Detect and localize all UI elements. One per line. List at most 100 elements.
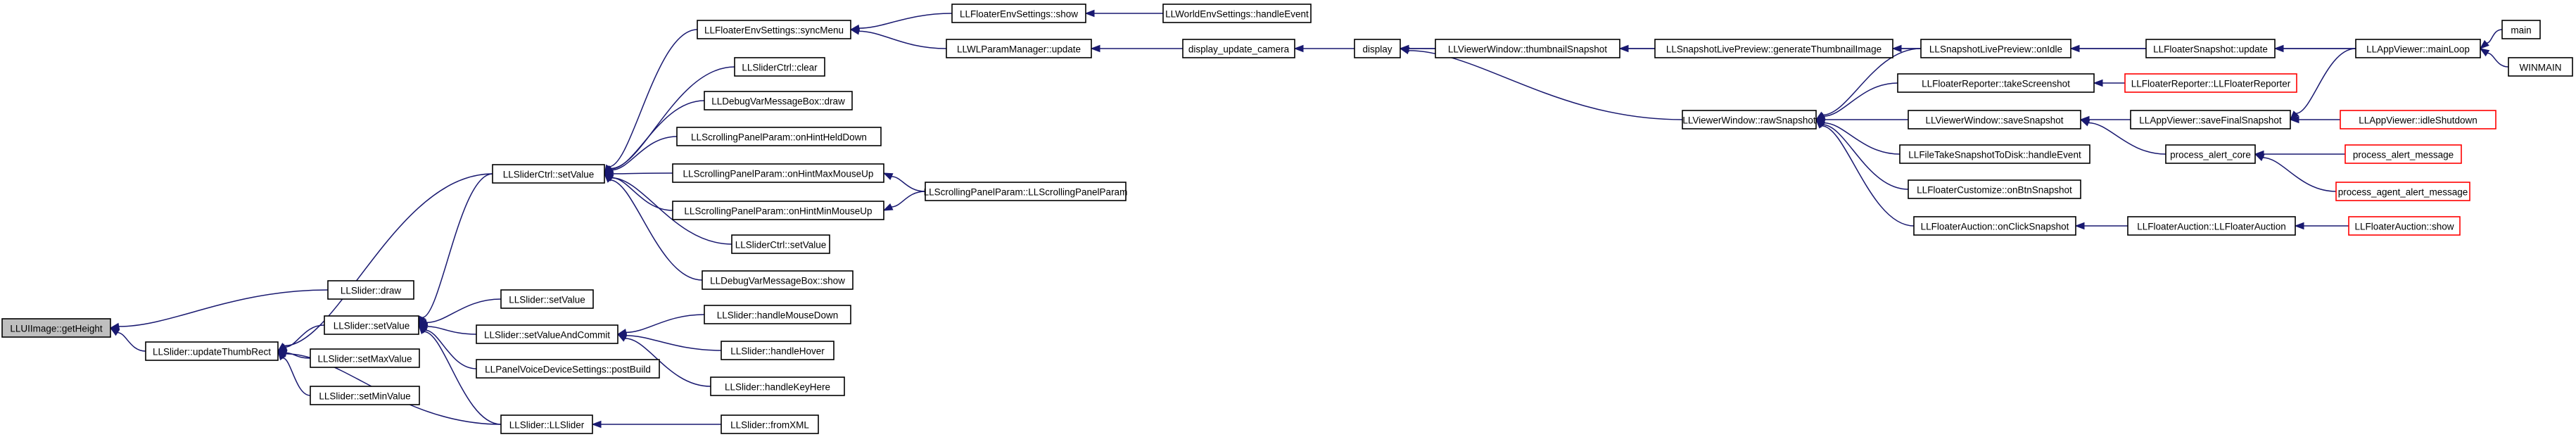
- graph-node-process-agent-alert-message[interactable]: process_agent_alert_message: [2335, 182, 2470, 201]
- graph-node-llslider-handlemousedown[interactable]: LLSlider::handleMouseDown: [704, 305, 851, 324]
- node-label: LLAppViewer::idleShutdown: [2359, 115, 2477, 126]
- graph-node-llfiletakesnapshottodisk-handleevent[interactable]: LLFileTakeSnapshotToDisk::handleEvent: [1899, 144, 2090, 164]
- graph-node-llfloaterreporter-llfloaterreporter[interactable]: LLFloaterReporter::LLFloaterReporter: [2124, 73, 2297, 93]
- edge-line: [117, 331, 146, 352]
- arrow-head-icon: [1891, 44, 1902, 53]
- arrow-head-icon: [616, 334, 628, 342]
- graph-node-llpanelvoicedevicesettings-postbuild[interactable]: LLPanelVoiceDeviceSettings::postBuild: [476, 359, 660, 379]
- node-label: LLSlider::setMaxValue: [317, 354, 412, 365]
- graph-node-llsnapshotlivepreview-onidle[interactable]: LLSnapshotLivePreview::onIdle: [1920, 39, 2071, 58]
- graph-node-llfloaterauction-show[interactable]: LLFloaterAuction::show: [2348, 216, 2461, 236]
- graph-node-llscrollingpanelparam-onhintminmouseup[interactable]: LLScrollingPanelParam::onHintMinMouseUp: [672, 201, 884, 220]
- call-edge: [603, 173, 673, 211]
- graph-node-llslider-updatethumbrect[interactable]: LLSlider::updateThumbRect: [145, 341, 279, 361]
- graph-node-llfloaterauction-onclicksnapshot[interactable]: LLFloaterAuction::onClickSnapshot: [1913, 216, 2076, 236]
- edge-line: [891, 191, 926, 208]
- arrow-head-icon: [1815, 118, 1825, 129]
- graph-node-llslider-fromxml[interactable]: LLSlider::fromXML: [721, 414, 819, 434]
- graph-node-lluiimage-getheight[interactable]: LLUIImage::getHeight: [1, 318, 111, 338]
- graph-node-llsliderctrl-clear[interactable]: LLSliderCtrl::clear: [734, 57, 825, 77]
- graph-node-llfloaterenvsettings-show[interactable]: LLFloaterEnvSettings::show: [951, 4, 1086, 23]
- graph-node-llfloaterauction-llfloaterauction[interactable]: LLFloaterAuction::LLFloaterAuction: [2127, 216, 2296, 236]
- graph-node-llappviewer-idleshutdown[interactable]: LLAppViewer::idleShutdown: [2340, 110, 2496, 129]
- graph-node-llslider-handlekeyhere[interactable]: LLSlider::handleKeyHere: [710, 376, 845, 396]
- edge-line: [1824, 122, 1901, 155]
- call-edge: [2289, 115, 2340, 124]
- node-box: [1, 318, 111, 338]
- node-label: LLDebugVarMessageBox::draw: [711, 96, 845, 107]
- graph-node-llfloaterreporter-takescreenshot[interactable]: LLFloaterReporter::takeScreenshot: [1897, 73, 2095, 93]
- arrow-head-icon: [1084, 9, 1095, 18]
- node-box: [500, 289, 594, 309]
- graph-node-llslider-draw[interactable]: LLSlider::draw: [327, 280, 414, 300]
- graph-node-llsliderctrl-setvalue[interactable]: LLSliderCtrl::setValue: [731, 234, 830, 254]
- graph-node-main[interactable]: main: [2501, 20, 2541, 39]
- node-box: [2335, 182, 2470, 201]
- node-label: display: [1362, 44, 1392, 55]
- call-edge: [277, 324, 325, 352]
- node-label: LLViewerWindow::thumbnailSnapshot: [1448, 44, 1607, 55]
- graph-node-llslider-setmaxvalue[interactable]: LLSlider::setMaxValue: [310, 348, 420, 368]
- node-box: [310, 348, 420, 368]
- arrow-head-icon: [2289, 115, 2299, 124]
- graph-node-winmain[interactable]: WINMAIN: [2508, 57, 2573, 77]
- call-edge: [109, 327, 146, 352]
- node-box: [2130, 110, 2291, 129]
- graph-node-llslider-setminvalue[interactable]: LLSlider::setMinValue: [310, 386, 420, 405]
- node-label: LLFloaterAuction::LLFloaterAuction: [2137, 222, 2286, 232]
- call-edge: [882, 191, 926, 211]
- graph-node-llfloatercustomize-onbtnsnapshot[interactable]: LLFloaterCustomize::onBtnSnapshot: [1908, 179, 2081, 199]
- edge-line: [891, 176, 926, 192]
- node-label: LLViewerWindow::rawSnapshot: [1682, 115, 1816, 126]
- graph-node-llappviewer-savefinalsnapshot[interactable]: LLAppViewer::saveFinalSnapshot: [2130, 110, 2291, 129]
- node-box: [1654, 39, 1893, 58]
- graph-node-llscrollingpanelparam-llscrollingpanelparam[interactable]: LLScrollingPanelParam::LLScrollingPanelP…: [924, 182, 1128, 201]
- node-label: LLScrollingPanelParam::onHintHeldDown: [691, 132, 867, 143]
- graph-node-llscrollingpanelparam-onhinthelddown[interactable]: LLScrollingPanelParam::onHintHeldDown: [676, 127, 882, 146]
- call-edge: [1293, 44, 1354, 53]
- graph-node-llscrollingpanelparam-onhintmaxmouseup[interactable]: LLScrollingPanelParam::onHintMaxMouseUp: [672, 163, 884, 183]
- node-box: [2165, 144, 2256, 164]
- node-box: [1682, 110, 1817, 129]
- arrow-head-icon: [2479, 39, 2489, 49]
- node-label: display_update_camera: [1188, 44, 1290, 55]
- graph-node-process-alert-core[interactable]: process_alert_core: [2165, 144, 2256, 164]
- graph-node-lldebugvarmessagebox-draw[interactable]: LLDebugVarMessageBox::draw: [704, 91, 853, 110]
- graph-node-lldebugvarmessagebox-show[interactable]: LLDebugVarMessageBox::show: [702, 270, 854, 290]
- node-box: [1899, 144, 2090, 164]
- node-label: LLSlider::setValueAndCommit: [484, 330, 610, 341]
- edge-line: [1823, 82, 1898, 117]
- call-edge: [1399, 46, 1683, 120]
- node-box: [1920, 39, 2071, 58]
- node-box: [697, 20, 851, 39]
- graph-node-display[interactable]: display: [1354, 39, 1401, 58]
- graph-node-llslider-setvalue[interactable]: LLSlider::setValue: [500, 289, 594, 309]
- graph-node-llviewerwindow-thumbnailsnapshot[interactable]: LLViewerWindow::thumbnailSnapshot: [1435, 39, 1620, 58]
- graph-node-llsliderctrl-setvalue[interactable]: LLSliderCtrl::setValue: [492, 164, 605, 184]
- graph-node-llappviewer-mainloop[interactable]: LLAppViewer::mainLoop: [2355, 39, 2481, 58]
- edge-line: [1822, 124, 1909, 190]
- graph-node-process-alert-message[interactable]: process_alert_message: [2345, 144, 2462, 164]
- node-label: LLFloaterAuction::show: [2354, 222, 2454, 232]
- graph-node-llworldenvsettings-handleevent[interactable]: LLWorldEnvSettings::handleEvent: [1162, 4, 1312, 23]
- arrow-head-icon: [2273, 44, 2284, 53]
- edge-line: [2262, 157, 2337, 192]
- graph-node-display-update-camera[interactable]: display_update_camera: [1182, 39, 1295, 58]
- graph-node-llslider-setvalueandcommit[interactable]: LLSlider::setValueAndCommit: [476, 324, 618, 344]
- graph-node-llslider-handlehover[interactable]: LLSlider::handleHover: [721, 341, 835, 360]
- graph-node-llslider-llslider[interactable]: LLSlider::LLSlider: [500, 414, 593, 434]
- graph-node-llviewerwindow-rawsnapshot[interactable]: LLViewerWindow::rawSnapshot: [1682, 110, 1817, 129]
- call-edge: [2273, 44, 2356, 53]
- node-label: LLFloaterReporter::takeScreenshot: [1922, 79, 2070, 89]
- graph-node-llfloaterenvsettings-syncmenu[interactable]: LLFloaterEnvSettings::syncMenu: [697, 20, 851, 39]
- edge-line: [858, 13, 953, 29]
- node-box: [324, 315, 419, 335]
- graph-node-llsnapshotlivepreview-generatethumbnailimage[interactable]: LLSnapshotLivePreview::generateThumbnail…: [1654, 39, 1893, 58]
- node-box: [2124, 73, 2297, 93]
- graph-node-llslider-setvalue[interactable]: LLSlider::setValue: [324, 315, 419, 335]
- arrow-head-icon: [2479, 48, 2490, 57]
- graph-node-llfloatersnapshot-update[interactable]: LLFloaterSnapshot::update: [2145, 39, 2276, 58]
- graph-node-llviewerwindow-savesnapshot[interactable]: LLViewerWindow::saveSnapshot: [1908, 110, 2081, 129]
- node-label: process_alert_core: [2170, 150, 2251, 160]
- graph-node-llwlparammanager-update[interactable]: LLWLParamManager::update: [946, 39, 1092, 58]
